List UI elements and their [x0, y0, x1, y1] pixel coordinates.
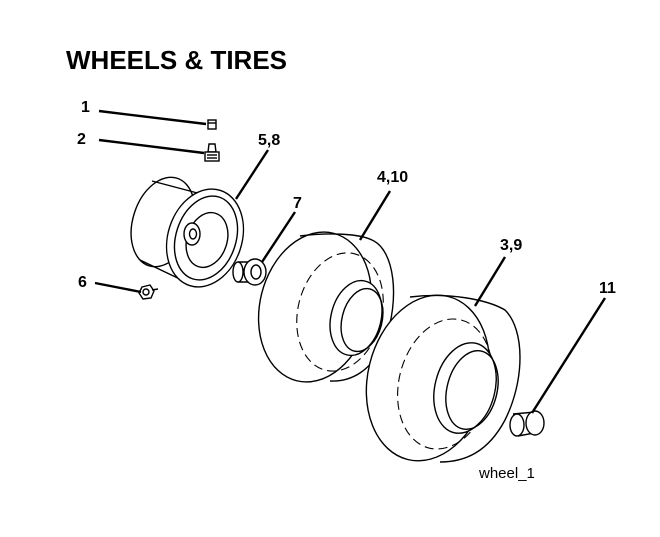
callout-4-10: 4,10 — [377, 169, 408, 186]
callout-1: 1 — [81, 99, 90, 116]
leader-line-7 — [260, 211, 297, 263]
leader-line-6 — [94, 281, 142, 294]
hub-cap-part — [509, 410, 545, 437]
callout-6: 6 — [78, 274, 87, 291]
rear-tire-part — [365, 294, 521, 463]
figure-id-caption: wheel_1 — [478, 465, 535, 482]
callout-3-9: 3,9 — [500, 237, 522, 254]
leader-line-5-8 — [234, 149, 270, 200]
wheel-rim-part — [130, 176, 245, 288]
bushing-part — [232, 258, 267, 286]
callout-7: 7 — [293, 195, 302, 212]
grease-fitting-part — [138, 284, 159, 300]
callout-11: 11 — [599, 280, 616, 297]
leader-line-2 — [98, 138, 205, 155]
leader-line-3-9 — [473, 256, 507, 307]
leader-line-4-10 — [358, 190, 392, 241]
front-tire-part — [257, 231, 395, 383]
leader-line-11 — [530, 297, 607, 414]
page-title: WHEELS & TIRES — [66, 45, 287, 75]
leader-line-1 — [98, 109, 207, 126]
callout-2: 2 — [77, 131, 86, 148]
valve-stem-part — [204, 143, 220, 162]
callout-5-8: 5,8 — [258, 132, 280, 149]
valve-cap-part — [207, 119, 217, 130]
